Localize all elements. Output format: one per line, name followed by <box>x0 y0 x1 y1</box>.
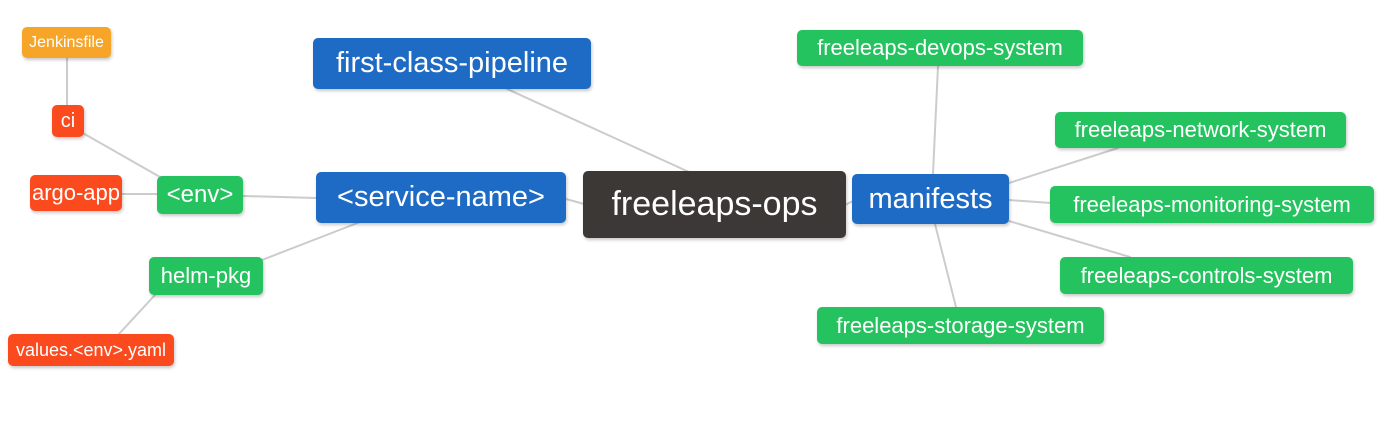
node-freeleaps-monitoring-system[interactable]: freeleaps-monitoring-system <box>1050 186 1374 223</box>
edge-pipeline-root <box>504 87 690 173</box>
edge-manifests-devops <box>932 65 939 175</box>
node-values-env-yaml[interactable]: values.<env>.yaml <box>8 334 174 366</box>
edge-servicename-root <box>565 198 585 205</box>
edge-ci-env <box>80 131 161 178</box>
node-helm-pkg[interactable]: helm-pkg <box>149 257 263 295</box>
node-first-class-pipeline[interactable]: first-class-pipeline <box>313 38 591 89</box>
node-manifests[interactable]: manifests <box>852 174 1009 224</box>
edge-manifests-monitoring <box>1008 199 1052 204</box>
node-ci[interactable]: ci <box>52 105 84 137</box>
node-freeleaps-controls-system[interactable]: freeleaps-controls-system <box>1060 257 1353 294</box>
edge-servicename-helmpkg <box>261 221 361 261</box>
edge-manifests-controls <box>1008 220 1131 258</box>
node-env[interactable]: <env> <box>157 176 243 214</box>
node-freeleaps-storage-system[interactable]: freeleaps-storage-system <box>817 307 1104 344</box>
node-freeleaps-devops-system[interactable]: freeleaps-devops-system <box>797 30 1083 66</box>
edge-manifests-network <box>1008 147 1119 184</box>
node-argo-app[interactable]: argo-app <box>30 175 122 211</box>
node-jenkinsfile[interactable]: Jenkinsfile <box>22 27 111 58</box>
edge-manifests-storage <box>934 223 957 308</box>
edge-root-manifests <box>844 200 854 206</box>
node-root-freeleaps-ops[interactable]: freeleaps-ops <box>583 171 846 238</box>
node-service-name[interactable]: <service-name> <box>316 172 566 223</box>
edge-helmpkg-values <box>117 294 156 336</box>
edge-env-servicename <box>242 195 317 199</box>
node-freeleaps-network-system[interactable]: freeleaps-network-system <box>1055 112 1346 148</box>
